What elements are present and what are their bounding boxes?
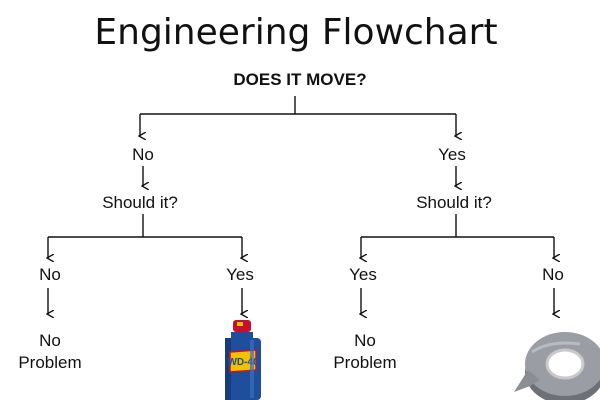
left-followup: Should it?: [102, 193, 178, 212]
result-line-1: No: [354, 331, 376, 350]
left-result-text: No Problem: [18, 330, 81, 374]
result-line-2: Problem: [333, 353, 397, 372]
left-answer: No: [132, 145, 154, 164]
left-outcome-yes: Yes: [226, 265, 254, 284]
can-label: WD-40: [227, 357, 259, 368]
wd-40-can-image: WD-40: [225, 320, 261, 400]
right-result-text: No Problem: [333, 330, 396, 374]
page-title: Engineering Flowchart: [94, 12, 498, 53]
right-outcome-yes: Yes: [349, 265, 377, 284]
duct-tape-image: [514, 332, 600, 400]
right-outcome-no: No: [542, 265, 564, 284]
result-line-1: No: [39, 331, 61, 350]
right-answer: Yes: [438, 145, 466, 164]
left-outcome-no: No: [39, 265, 61, 284]
root-question: DOES IT MOVE?: [233, 70, 367, 89]
right-followup: Should it?: [416, 193, 492, 212]
result-line-2: Problem: [18, 353, 82, 372]
